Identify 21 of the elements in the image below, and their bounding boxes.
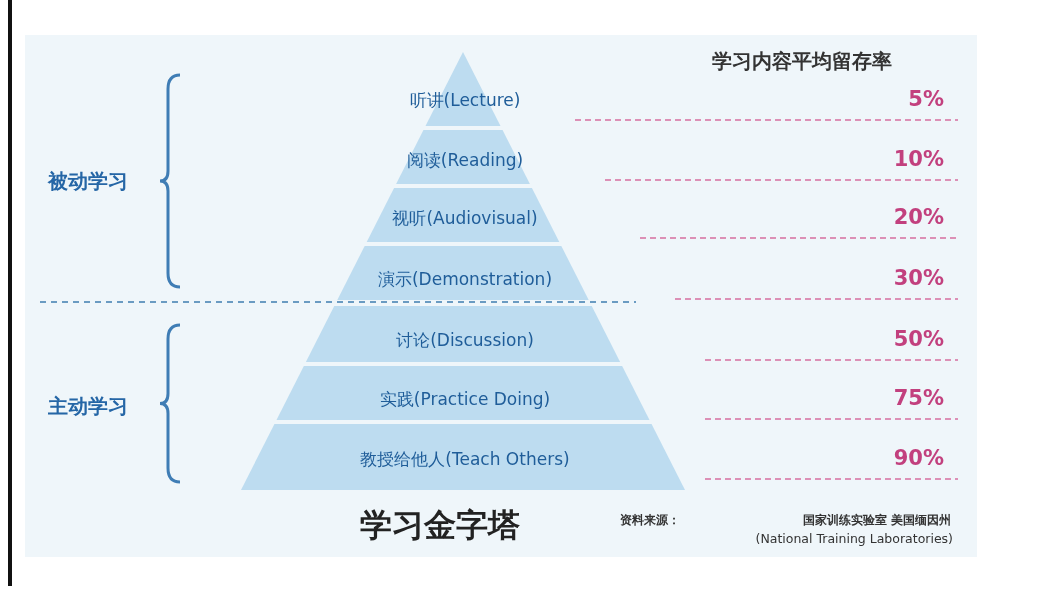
layer-label: 讨论(Discussion) [396, 329, 534, 351]
retention-rate: 5% [908, 87, 944, 111]
title: 学习金字塔 [360, 505, 520, 545]
retention-rate: 50% [893, 327, 944, 351]
layer-label: 演示(Demonstration) [377, 268, 552, 290]
source-text: (National Training Laboratories) [755, 531, 953, 546]
layer-label: 视听(Audiovisual) [392, 207, 538, 229]
source-label: 资料来源： [620, 512, 680, 529]
group-label: 主动学习 [48, 393, 128, 420]
retention-rate: 10% [893, 147, 944, 171]
source-text: 国家训练实验室 美国缅因州 [802, 512, 951, 529]
retention-rate: 20% [893, 205, 944, 229]
layer-label: 教授给他人(Teach Others) [360, 448, 570, 470]
layer-label: 阅读(Reading) [406, 149, 524, 171]
retention-rate: 30% [893, 266, 944, 290]
column-header: 学习内容平均留存率 [712, 48, 892, 75]
layer-label: 实践(Practice Doing) [379, 388, 551, 410]
layer-label: 听讲(Lecture) [409, 89, 521, 111]
retention-rate: 90% [893, 446, 944, 470]
group-label: 被动学习 [48, 168, 128, 195]
retention-rate: 75% [893, 386, 944, 410]
